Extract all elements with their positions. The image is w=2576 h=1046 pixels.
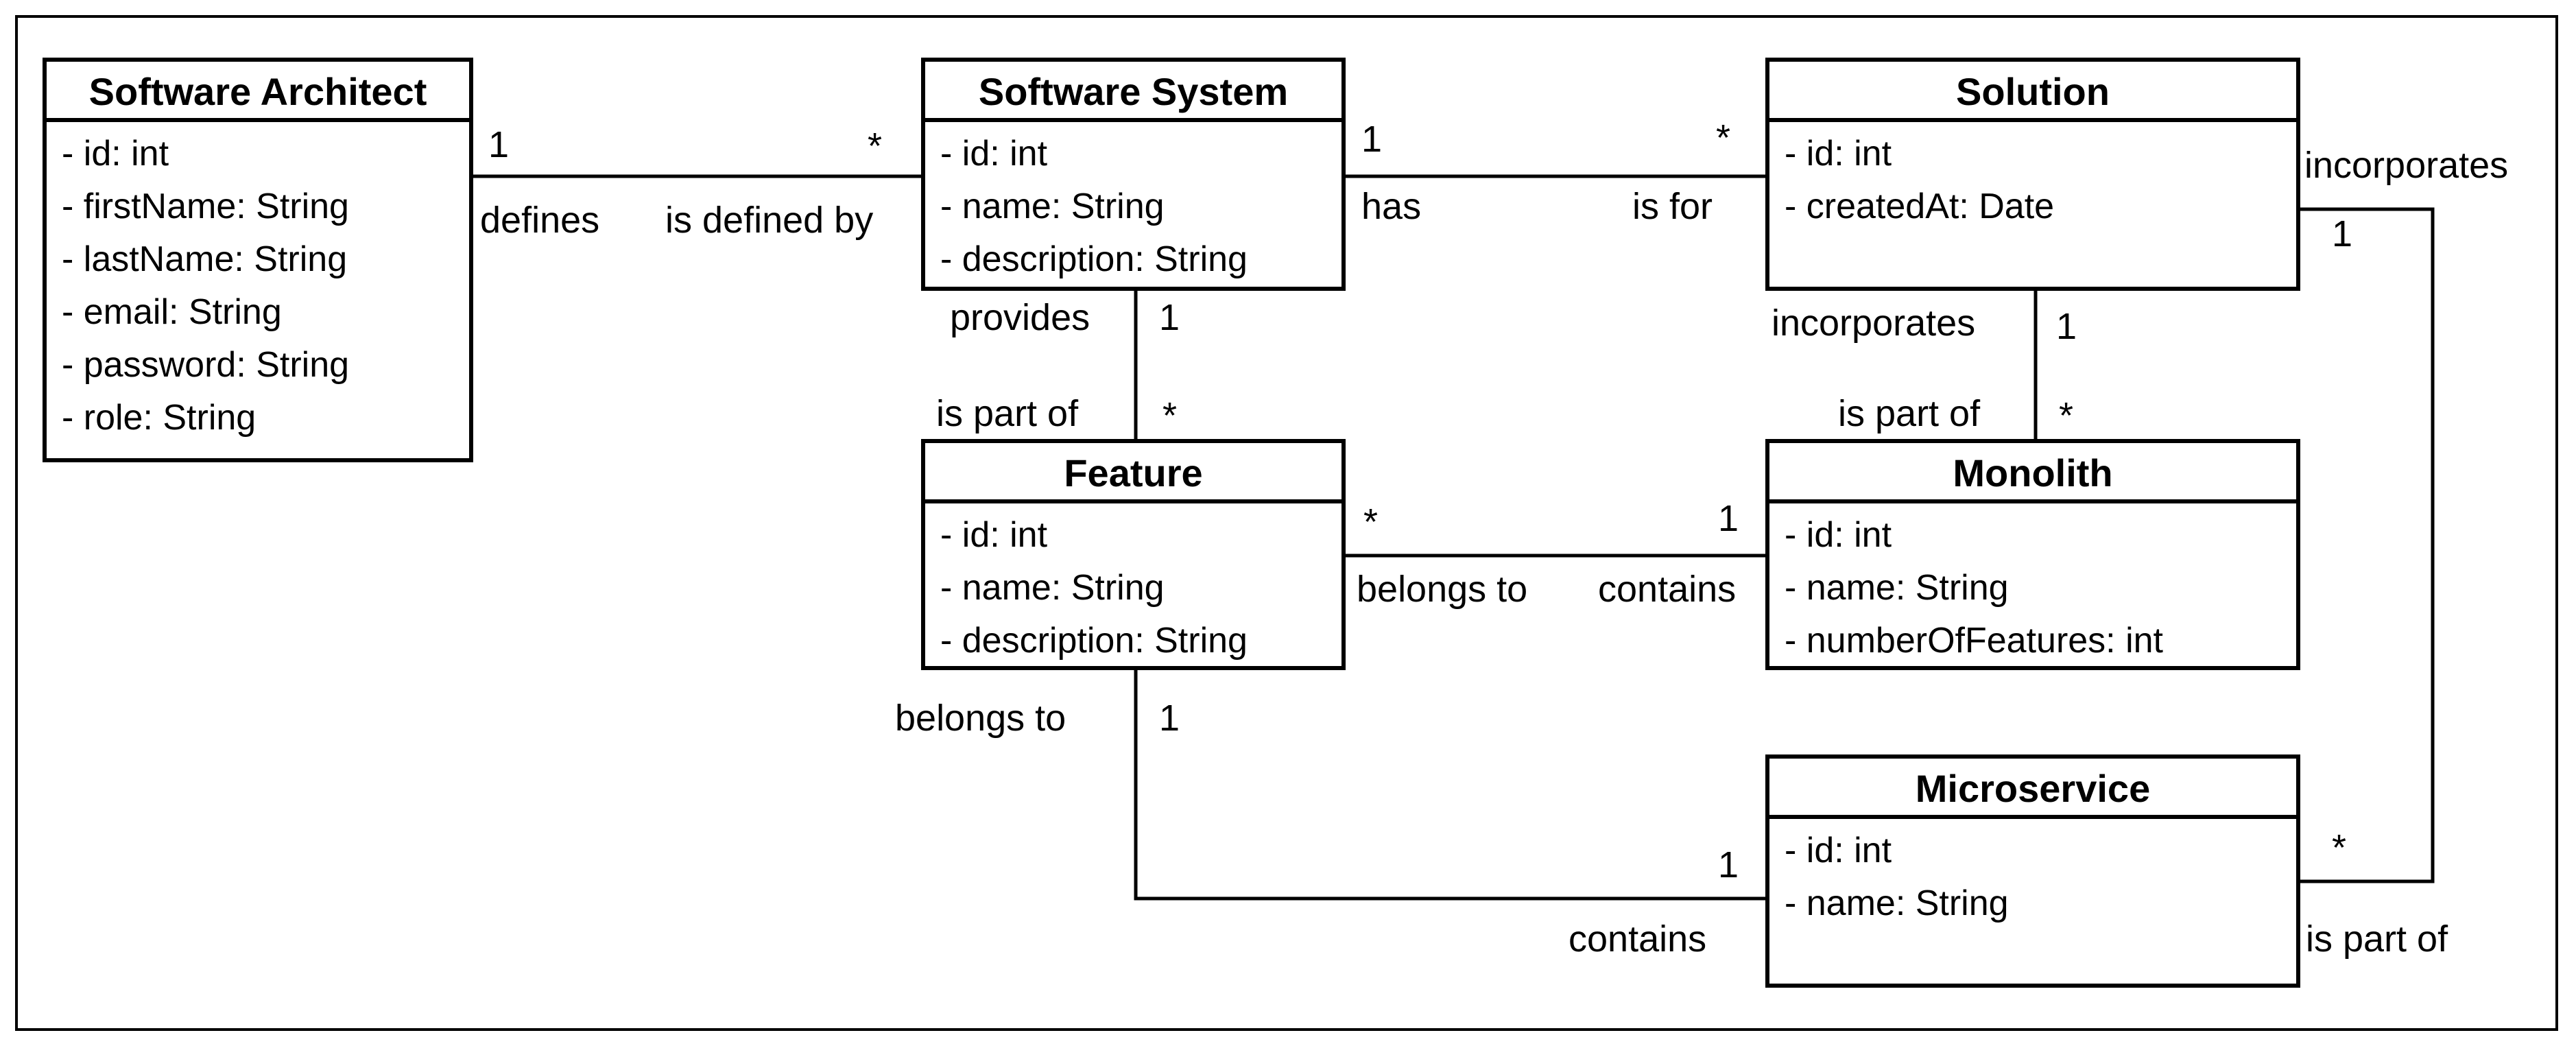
role-label: belongs to (1357, 569, 1528, 610)
attribute: - password: String (62, 345, 350, 385)
role-label: incorporates (2304, 145, 2509, 186)
attribute: - numberOfFeatures: int (1785, 621, 2163, 661)
attribute: - description: String (940, 621, 1248, 661)
attribute: - description: String (940, 239, 1248, 279)
class-name: Software Architect (47, 62, 469, 122)
attribute: - id: int (62, 134, 169, 174)
role-label: contains (1569, 918, 1707, 960)
class-name: Monolith (1769, 443, 2296, 503)
role-label: is defined by (665, 200, 874, 241)
multiplicity-label: 1 (1361, 119, 1383, 160)
attribute-list: - id: int - createdAt: Date (1769, 122, 2296, 233)
class-name: Software System (925, 62, 1341, 122)
multiplicity-label: * (1162, 395, 1178, 436)
class-software-system[interactable]: Software System - id: int - name: String… (921, 58, 1346, 291)
role-label: is part of (936, 393, 1079, 434)
class-microservice[interactable]: Microservice - id: int - name: String (1765, 754, 2300, 988)
attribute: - lastName: String (62, 239, 348, 279)
attribute: - id: int (1785, 134, 1892, 174)
class-solution[interactable]: Solution - id: int - createdAt: Date (1765, 58, 2300, 291)
multiplicity-label: 1 (2056, 306, 2077, 347)
multiplicity-label: 1 (1159, 698, 1180, 739)
attribute: - email: String (62, 292, 282, 332)
role-label: has (1361, 186, 1422, 227)
attribute-list: - id: int - name: String (1769, 819, 2296, 930)
class-feature[interactable]: Feature - id: int - name: String - descr… (921, 439, 1346, 670)
diagram-frame (15, 15, 2558, 1031)
attribute: - id: int (1785, 515, 1892, 555)
multiplicity-label: * (2332, 827, 2347, 868)
class-name: Feature (925, 443, 1341, 503)
multiplicity-label: * (868, 126, 883, 167)
attribute: - name: String (1785, 883, 2009, 923)
multiplicity-label: * (2059, 395, 2074, 436)
attribute: - name: String (940, 187, 1165, 226)
class-software-architect[interactable]: Software Architect - id: int - firstName… (43, 58, 473, 462)
association-feature-microservice (1134, 670, 1765, 901)
attribute: - role: String (62, 398, 257, 438)
role-label: is for (1632, 186, 1713, 227)
attribute-list: - id: int - name: String - numberOfFeatu… (1769, 503, 2296, 667)
class-name: Microservice (1769, 759, 2296, 819)
class-name: Solution (1769, 62, 2296, 122)
attribute: - id: int (940, 134, 1048, 174)
attribute-list: - id: int - name: String - description: … (925, 503, 1341, 667)
attribute: - createdAt: Date (1785, 187, 2055, 226)
role-label: incorporates (1772, 302, 1976, 344)
multiplicity-label: 1 (488, 124, 510, 165)
attribute-list: - id: int - firstName: String - lastName… (47, 122, 469, 444)
multiplicity-label: 1 (1159, 297, 1180, 338)
association-solution-microservice (2300, 207, 2435, 883)
attribute: - id: int (1785, 831, 1892, 870)
role-label: is part of (1838, 393, 1981, 434)
role-label: defines (480, 200, 600, 241)
multiplicity-label: * (1716, 117, 1731, 158)
multiplicity-label: * (1363, 501, 1379, 543)
attribute: - id: int (940, 515, 1048, 555)
multiplicity-label: 1 (1718, 498, 1739, 539)
attribute: - name: String (940, 568, 1165, 608)
attribute: - name: String (1785, 568, 2009, 608)
multiplicity-label: 1 (1718, 844, 1739, 885)
role-label: is part of (2306, 918, 2448, 960)
attribute-list: - id: int - name: String - description: … (925, 122, 1341, 286)
class-monolith[interactable]: Monolith - id: int - name: String - numb… (1765, 439, 2300, 670)
role-label: provides (950, 297, 1090, 338)
multiplicity-label: 1 (2332, 213, 2353, 254)
attribute: - firstName: String (62, 187, 349, 226)
role-label: belongs to (895, 698, 1066, 739)
role-label: contains (1598, 569, 1737, 610)
